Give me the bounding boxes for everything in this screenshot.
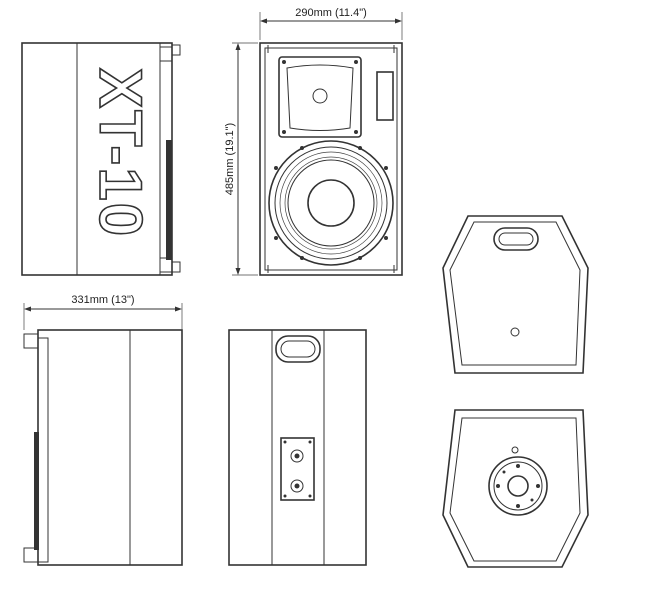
model-logo-text: XT-10 [87, 68, 154, 238]
height-dimension: 485mm (19.1") [224, 42, 258, 276]
top-view [442, 215, 589, 374]
front-view [259, 42, 403, 276]
height-label: 485mm (19.1") [224, 123, 236, 195]
depth-label: 331mm (13") [71, 294, 134, 306]
rear-view [228, 329, 367, 566]
width-dimension: 290mm (11.4") [259, 7, 403, 40]
side-view-logo: XT-10 [21, 42, 181, 276]
depth-dimension: 331mm (13") [23, 294, 183, 330]
bottom-view [442, 409, 589, 568]
width-label: 290mm (11.4") [295, 7, 367, 19]
side-view [23, 329, 183, 566]
